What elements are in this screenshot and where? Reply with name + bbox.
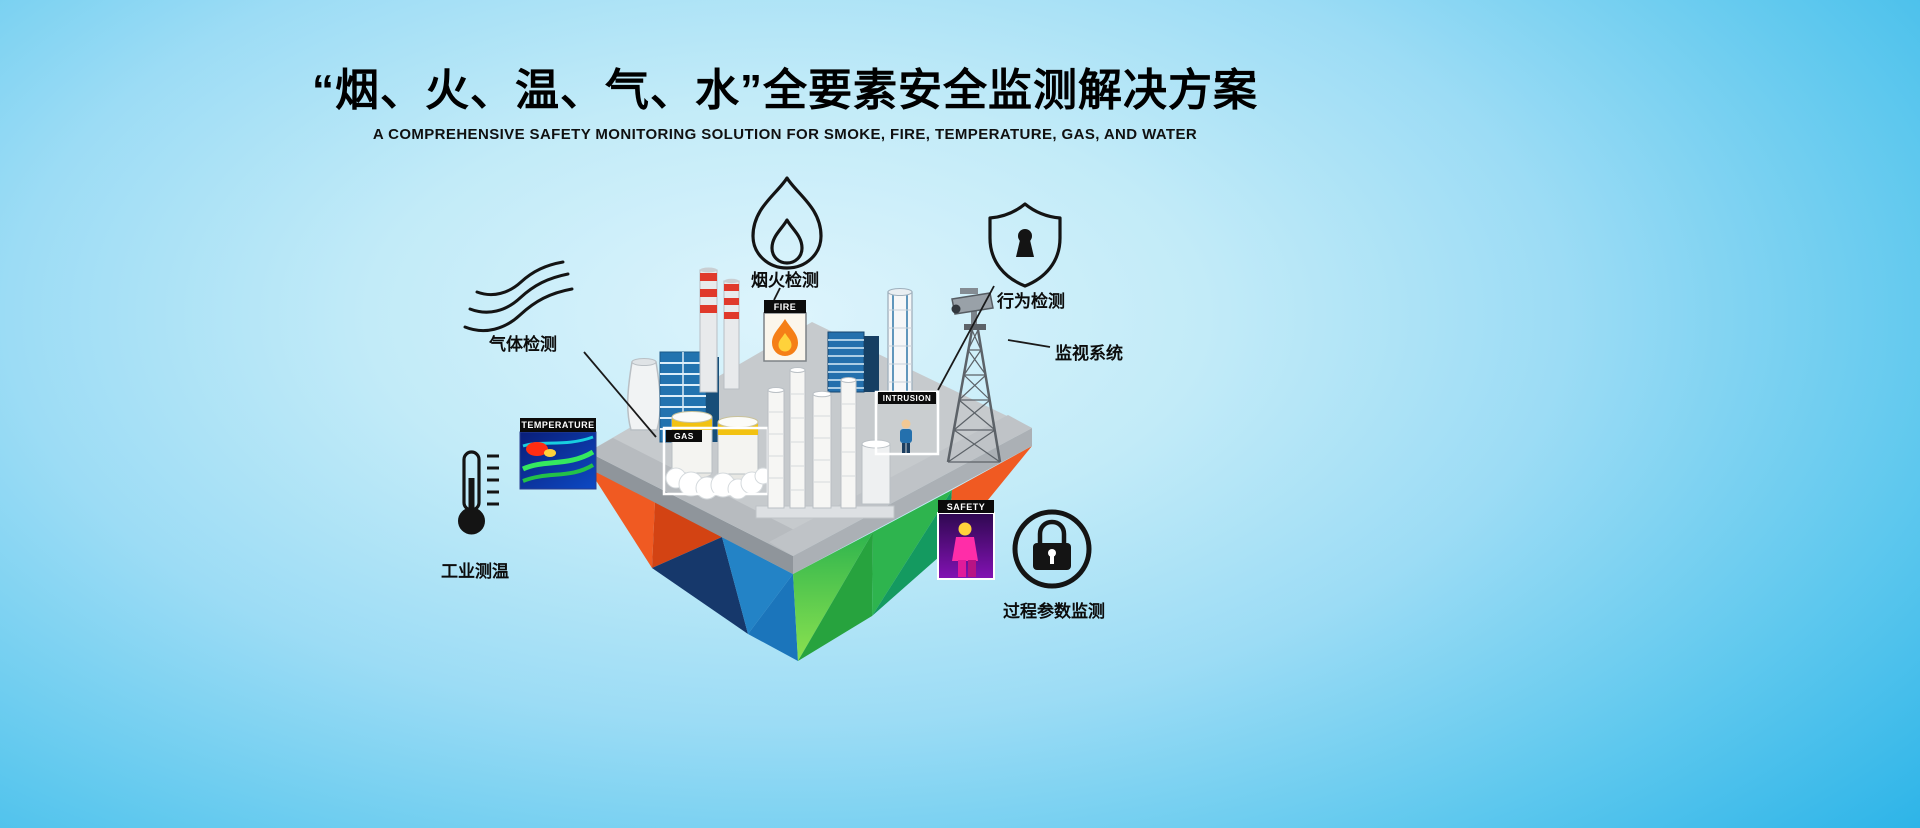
smoke-waves-icon <box>463 260 574 332</box>
cctv-camera-icon <box>951 288 994 330</box>
leader-lines <box>583 285 1051 438</box>
leader-line-surveillance <box>1007 339 1051 348</box>
scene-tag-temperature: TEMPERATURE <box>520 418 596 432</box>
white-tower <box>887 288 913 401</box>
striped-chimneys <box>699 267 740 393</box>
scene-tag-fire: FIRE <box>764 300 806 313</box>
scene-tag-gas: GAS <box>666 430 702 442</box>
worker-figure <box>900 419 912 453</box>
leader-line-smoke-fire <box>773 287 781 301</box>
leader-line-gas <box>583 351 657 438</box>
cooling-tower <box>626 358 662 431</box>
thermometer-icon <box>458 450 499 535</box>
lock-circle-icon <box>1012 509 1092 589</box>
callout-label-process-params: 过程参数监测 <box>1003 602 1105 621</box>
callout-label-surveillance: 监视系统 <box>1055 344 1123 363</box>
thermal-image-safety <box>937 512 995 580</box>
callout-label-industrial-temp: 工业测温 <box>441 562 509 581</box>
scene-tag-safety: SAFETY <box>938 500 994 513</box>
callout-label-gas: 气体检测 <box>489 335 557 354</box>
fire-sample-box <box>763 312 807 362</box>
callout-label-behavior: 行为检测 <box>997 292 1065 311</box>
leader-line-behavior <box>937 285 995 391</box>
thermal-image-temperature <box>519 431 597 490</box>
flame-icon <box>751 176 823 270</box>
shield-keyhole-icon <box>988 202 1062 288</box>
scene-tag-intrusion: INTRUSION <box>878 392 936 404</box>
page-title: “烟、火、温、气、水”全要素安全监测解决方案 <box>312 66 1258 115</box>
page-subtitle: A COMPREHENSIVE SAFETY MONITORING SOLUTI… <box>372 126 1198 143</box>
lattice-tower <box>946 329 1002 463</box>
gas-storage-tanks <box>662 411 772 500</box>
callout-label-smoke-fire: 烟火检测 <box>751 271 819 290</box>
